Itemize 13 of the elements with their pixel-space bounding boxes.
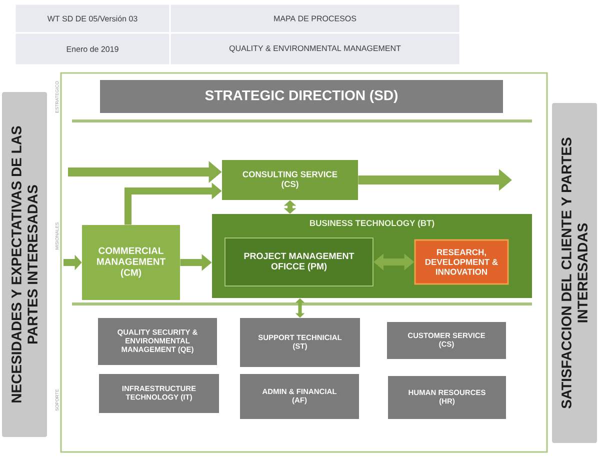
side-panel: SATISFACCION DEL CLIENTE Y PARTES INTERESADAS bbox=[552, 103, 597, 443]
double-arrow bbox=[295, 298, 305, 318]
process-box: COMMERCIAL MANAGEMENT (CM) bbox=[82, 225, 180, 300]
header-cell: WT SD DE 05/Versión 03 bbox=[14, 3, 171, 34]
process-box: CONSULTING SERVICE (CS) bbox=[222, 160, 358, 200]
header-cell: QUALITY & ENVIRONMENTAL MANAGEMENT bbox=[169, 32, 461, 66]
process-box: RESEARCH, DEVELOPMENT & INNOVATION bbox=[414, 239, 509, 285]
side-panel: NECESIDADES Y EXPECTATIVAS DE LAS PARTES INTERESADAS bbox=[2, 92, 47, 437]
header-cell: MAPA DE PROCESOS bbox=[169, 3, 461, 34]
process-box: STRATEGIC DIRECTION (SD) bbox=[100, 80, 503, 113]
double-arrow bbox=[284, 200, 296, 214]
header-cell: Enero de 2019 bbox=[14, 32, 171, 66]
process-box: PROJECT MANAGEMENT OFICCE (PM) bbox=[224, 238, 374, 286]
